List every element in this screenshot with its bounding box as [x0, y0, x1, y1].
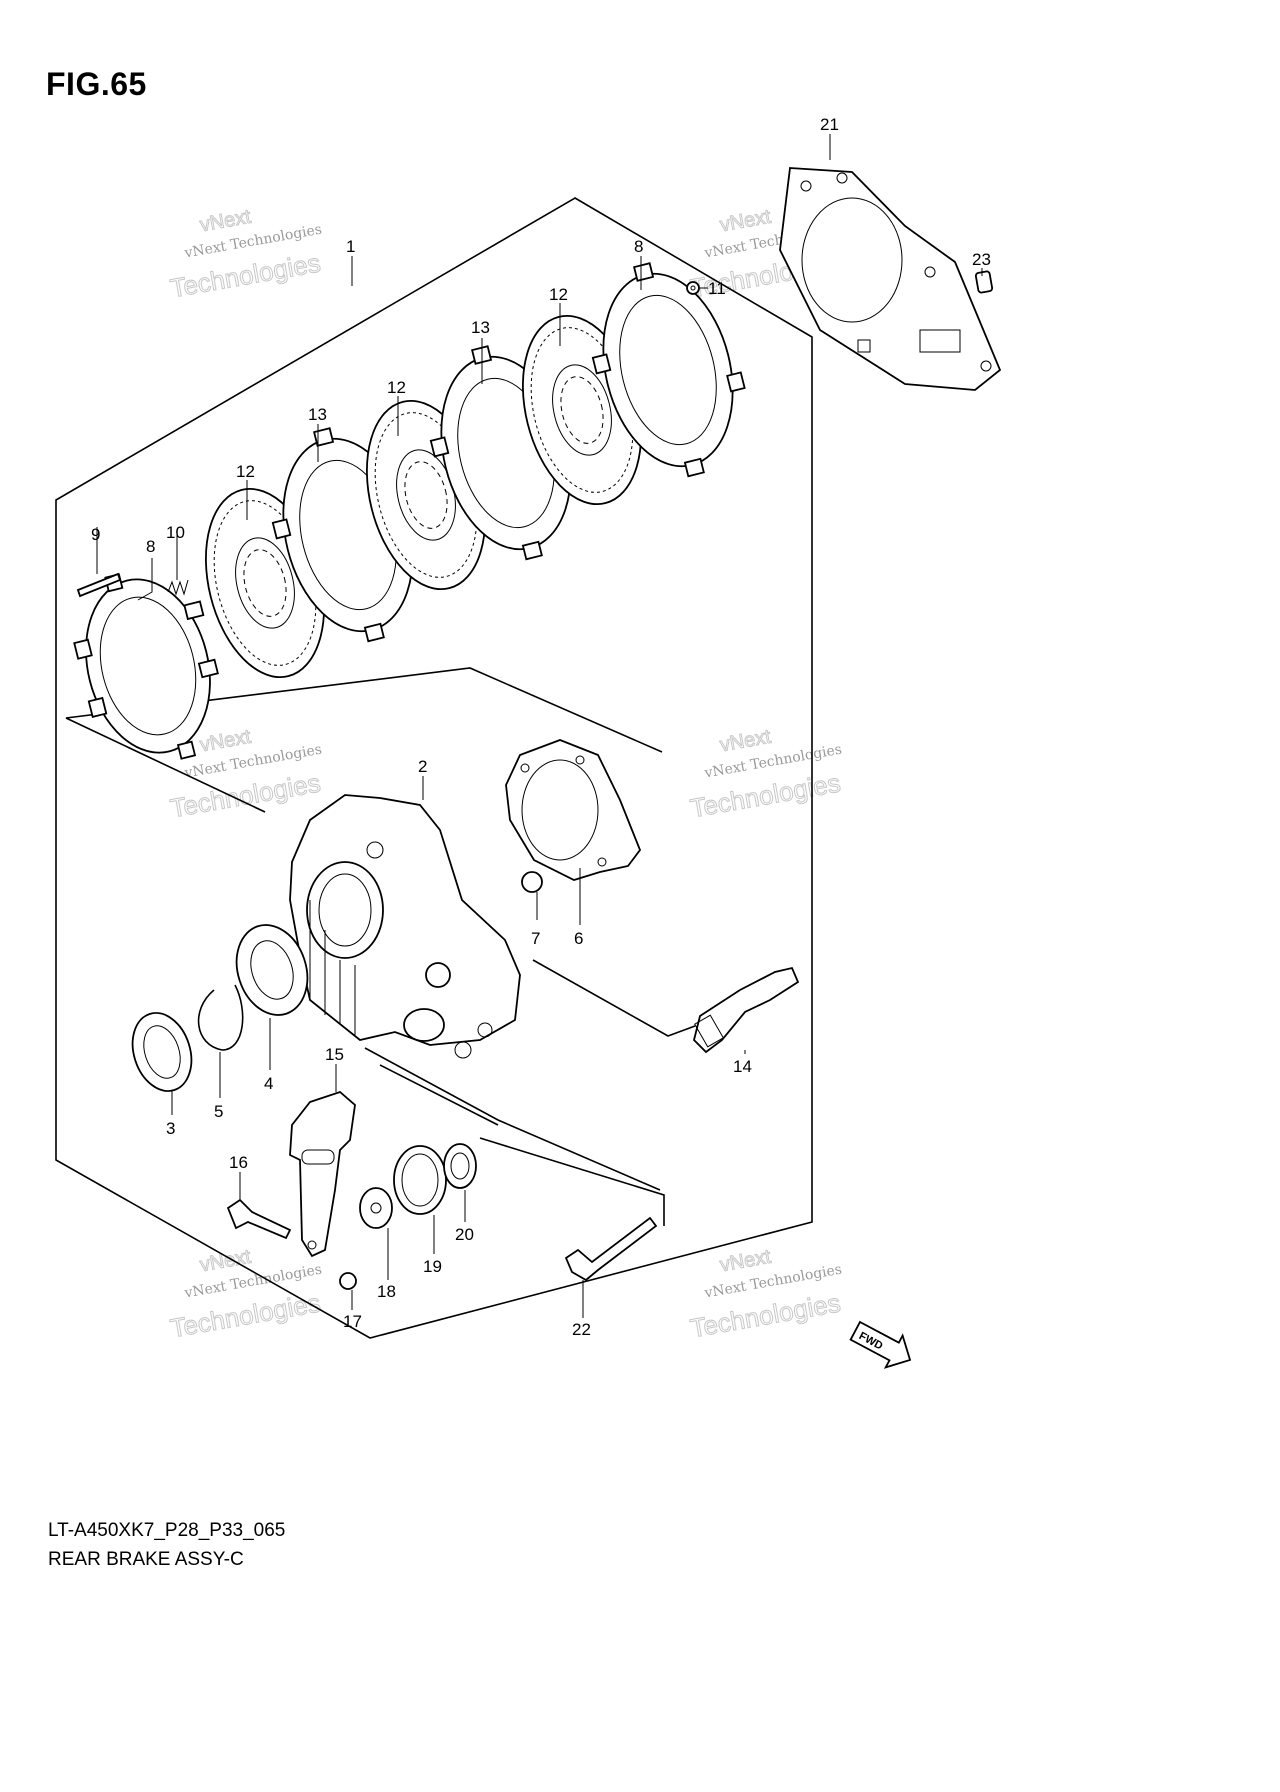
callout-12-c: 12: [549, 285, 568, 304]
watermark-bottom-left: vNext vNext Technologies Technologies: [168, 1245, 324, 1344]
bolt-16: [226, 1198, 292, 1240]
callout-7: 7: [531, 929, 540, 948]
callout-labels: 1 2 3 4 5 6 7 8 8 9 10 11 12 12 12 13 13…: [91, 115, 991, 1339]
lever-15: [289, 1090, 356, 1258]
callout-5: 5: [214, 1102, 223, 1121]
plate-8-right: [591, 262, 746, 478]
fwd-arrow-icon: FWD: [849, 1320, 912, 1369]
bolt-22: [564, 1216, 658, 1282]
callout-22: 22: [572, 1320, 591, 1339]
gasket-21: [779, 167, 1002, 391]
callout-8-right: 8: [634, 237, 643, 256]
callout-20: 20: [455, 1225, 474, 1244]
callout-23: 23: [972, 250, 991, 269]
svg-text:vNext: vNext: [198, 206, 253, 237]
callout-11: 11: [708, 279, 726, 298]
callout-12-b: 12: [387, 378, 406, 397]
callout-13-a: 13: [308, 405, 327, 424]
callout-12-a: 12: [236, 462, 255, 481]
figure-title: FIG.65: [46, 66, 147, 102]
callout-17: 17: [343, 1312, 362, 1331]
callout-9: 9: [91, 525, 100, 544]
spring-10: [167, 579, 189, 596]
callout-3: 3: [166, 1119, 175, 1138]
cam-shaft-14: [693, 966, 800, 1054]
cam-plate-6: [505, 739, 642, 881]
callout-2: 2: [418, 757, 427, 776]
bearing-4: [235, 924, 309, 1016]
watermark-mid-right: vNext vNext Technologies Technologies: [688, 725, 844, 824]
svg-text:vNext: vNext: [198, 1246, 253, 1277]
nut-17: [339, 1272, 357, 1290]
leader-lines: [96, 134, 983, 1318]
pin-23: [974, 270, 994, 294]
plate-8-left: [73, 573, 219, 760]
callout-21: 21: [820, 115, 839, 134]
brake-housing-2: [289, 794, 521, 1059]
ball-7: [521, 871, 543, 893]
callout-8-left: 8: [146, 537, 155, 556]
svg-text:vNext: vNext: [198, 726, 253, 757]
callout-6: 6: [574, 929, 583, 948]
svg-text:vNext: vNext: [718, 206, 773, 237]
callout-16: 16: [229, 1153, 248, 1172]
spring-19: [393, 1145, 447, 1215]
svg-text:vNext: vNext: [718, 1246, 773, 1277]
callout-4: 4: [264, 1074, 273, 1093]
assembly-name-label: REAR BRAKE ASSY-C: [48, 1549, 244, 1570]
plate-group: [73, 262, 746, 760]
washer-18: [359, 1187, 393, 1229]
callout-18: 18: [377, 1282, 396, 1301]
callout-19: 19: [423, 1257, 442, 1276]
circlip-5: [197, 984, 244, 1051]
callout-10: 10: [166, 523, 185, 542]
callout-15: 15: [325, 1045, 344, 1064]
nut-11: [686, 281, 700, 295]
oil-seal-3: [131, 1012, 193, 1092]
callout-13-b: 13: [471, 318, 490, 337]
callout-1: 1: [346, 237, 355, 256]
seal-20: [443, 1143, 477, 1189]
svg-text:vNext: vNext: [718, 726, 773, 757]
pin-9: [76, 572, 122, 598]
model-code-label: LT-A450XK7_P28_P33_065: [48, 1520, 286, 1541]
callout-14: 14: [733, 1057, 752, 1076]
watermark-top-left: vNext vNext Technologies Technologies: [168, 205, 324, 304]
